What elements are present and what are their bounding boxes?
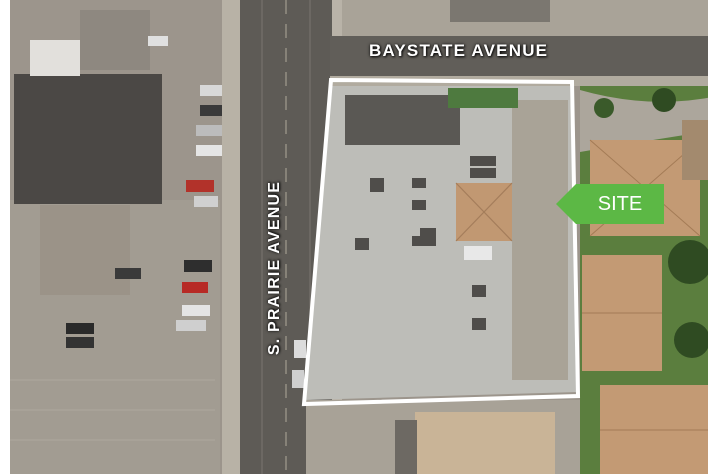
baystate-avenue-label: BAYSTATE AVENUE (369, 41, 549, 60)
site-label: SITE (597, 193, 643, 215)
northwest-building (14, 74, 162, 204)
site-callout: SITE (556, 180, 664, 228)
site-boundary (301, 77, 581, 407)
site-callout-arrow-icon (556, 184, 664, 224)
site-parking-lot (306, 86, 578, 400)
site-pumps (355, 156, 496, 330)
prairie-avenue-label: S. PRAIRIE AVENUE (266, 180, 283, 356)
baystate-avenue-road (330, 36, 718, 76)
south-building (415, 412, 555, 474)
